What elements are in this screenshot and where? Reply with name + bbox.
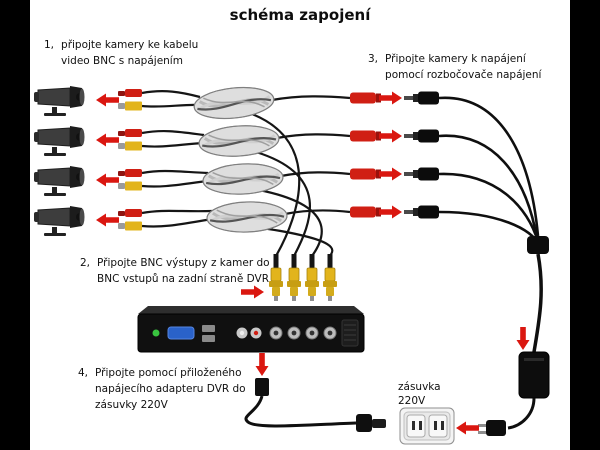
cctv-camera-2 — [33, 125, 85, 157]
step-4-label: 4, Připojte pomocí přiloženého napájecíh… — [78, 366, 246, 413]
red-arrow-camera-3 — [96, 173, 119, 187]
red-arrow-power-4 — [379, 205, 402, 219]
page-title: schéma zapojení — [229, 6, 371, 24]
cctv-camera-3 — [33, 165, 85, 197]
dvr-usb-port-2 — [202, 335, 215, 342]
cable-coil-4 — [205, 199, 289, 235]
red-arrow-dvr-power — [255, 353, 269, 376]
adapter-wall-plug — [478, 420, 506, 436]
red-arrow-camera-1 — [96, 93, 119, 107]
dc-power-plug-2 — [404, 129, 439, 143]
wall-outlet — [399, 407, 455, 445]
camera-cable-connectors-3 — [118, 169, 142, 191]
power-adapter — [518, 351, 550, 399]
power-connector-red-1 — [350, 92, 381, 104]
outlet-label: zásuvka 220V — [398, 381, 441, 408]
camera-cable-connectors-1 — [118, 89, 142, 111]
power-connector-red-3 — [350, 168, 381, 180]
dc-power-plug-3 — [404, 167, 439, 181]
left-black-bar — [0, 0, 30, 450]
red-arrow-power-3 — [379, 167, 402, 181]
dvr-power-cable — [244, 395, 357, 428]
step-1-label: 1, připojte kamery ke kabelu video BNC s… — [44, 38, 198, 70]
red-arrow-outlet — [456, 421, 479, 435]
dvr — [137, 306, 365, 353]
step-2-text: Připojte BNC výstupy z kamer do BNC vstu… — [97, 257, 270, 285]
dvr-usb-port-1 — [202, 325, 215, 332]
dvr-vga-port — [167, 326, 195, 340]
step-4-text: Připojte pomocí přiloženého napájecího a… — [95, 367, 246, 411]
step-4-number: 4, — [78, 367, 89, 379]
step-1-number: 1, — [44, 39, 55, 51]
step-1-text: připojte kamery ke kabelu video BNC s na… — [61, 39, 199, 67]
dvr-fan-grille — [341, 319, 359, 347]
red-arrow-power-1 — [379, 91, 402, 105]
power-connector-red-2 — [350, 130, 381, 142]
step-3-label: 3, Připojte kamery k napájení pomocí roz… — [368, 52, 541, 84]
cable-coil-2 — [196, 121, 282, 161]
step-3-number: 3, — [368, 53, 379, 65]
power-splitter-junction — [527, 236, 549, 254]
right-black-bar — [570, 0, 600, 450]
power-splitter-cables — [438, 96, 541, 246]
adapter-output-cable — [507, 397, 536, 430]
power-cables-to-splitter — [271, 95, 351, 216]
bnc-connector-1 — [268, 253, 284, 302]
red-arrow-camera-4 — [96, 213, 119, 227]
cable-coil-3 — [200, 160, 286, 198]
dc-power-plug-1 — [404, 91, 439, 105]
step-2-number: 2, — [80, 257, 91, 269]
power-connector-red-4 — [350, 206, 381, 218]
camera-cable-connectors-2 — [118, 129, 142, 151]
cctv-camera-4 — [33, 205, 85, 237]
red-arrow-power-2 — [379, 129, 402, 143]
dc-power-plug-4 — [404, 205, 439, 219]
dvr-led — [152, 329, 160, 337]
cable-coil-1 — [191, 82, 277, 124]
video-cables-to-dvr — [251, 112, 334, 257]
red-arrow-adapter — [516, 327, 530, 350]
step-3-text: Připojte kamery k napájení pomocí rozboč… — [385, 53, 542, 81]
camera-cable-connectors-4 — [118, 209, 142, 231]
camera-side-cables — [141, 90, 213, 228]
splitter-trunk-cable — [532, 253, 543, 353]
cctv-camera-1 — [33, 85, 85, 117]
bnc-connector-3 — [304, 253, 320, 302]
red-arrow-camera-2 — [96, 133, 119, 147]
dvr-wall-plug — [356, 414, 386, 432]
bnc-connector-4 — [322, 253, 338, 302]
bnc-connector-2 — [286, 253, 302, 302]
step-2-label: 2, Připojte BNC výstupy z kamer do BNC v… — [80, 256, 270, 288]
dvr-power-connector — [255, 378, 269, 396]
